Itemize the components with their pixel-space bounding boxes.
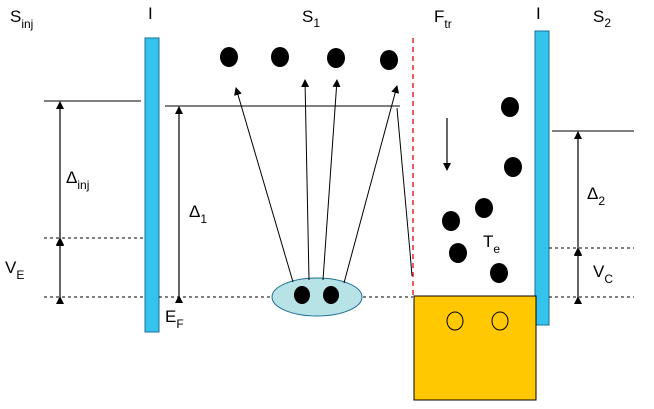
hot-electron-2 [504,157,522,177]
hot-electron-1 [501,97,519,117]
left-barrier [144,37,160,333]
label-e-f: EF [165,307,184,331]
hot-electron-3 [475,198,493,218]
tunnel-path [396,107,413,277]
label-s-inj: Sinj [10,7,33,31]
hole-1 [446,311,464,331]
label-v-c: VC [593,262,613,286]
label-f-tr: Ftr [434,7,452,31]
label-delta-2: Δ2 [587,184,605,208]
emission-arrow-2 [301,79,310,281]
label-delta-1: Δ1 [189,202,207,226]
emitted-electron-3 [327,48,345,68]
label-v-e: VE [5,258,24,282]
hole-2 [491,311,509,331]
label-i-left: I [148,4,153,23]
hot-electron-5 [449,243,467,263]
label-s2: S2 [593,7,611,30]
hot-electron-4 [442,211,460,231]
emitted-electron-2 [271,47,289,67]
cloud-electron-2 [323,286,339,304]
right-barrier [534,30,550,326]
collector-block [413,295,537,401]
electron-cloud [271,277,363,317]
label-s1: S1 [302,7,320,30]
emission-arrow-3 [322,79,341,281]
cloud-electron-1 [294,286,310,304]
emitted-electron-1 [220,47,238,67]
label-i-right: I [536,4,541,23]
hot-electron-6 [490,263,508,283]
label-t-e: Te [483,232,500,256]
label-delta-inj: Δinj [66,168,89,192]
emission-arrow-1 [234,87,294,283]
emitted-electron-4 [380,50,398,70]
emission-arrow-4 [343,85,400,284]
